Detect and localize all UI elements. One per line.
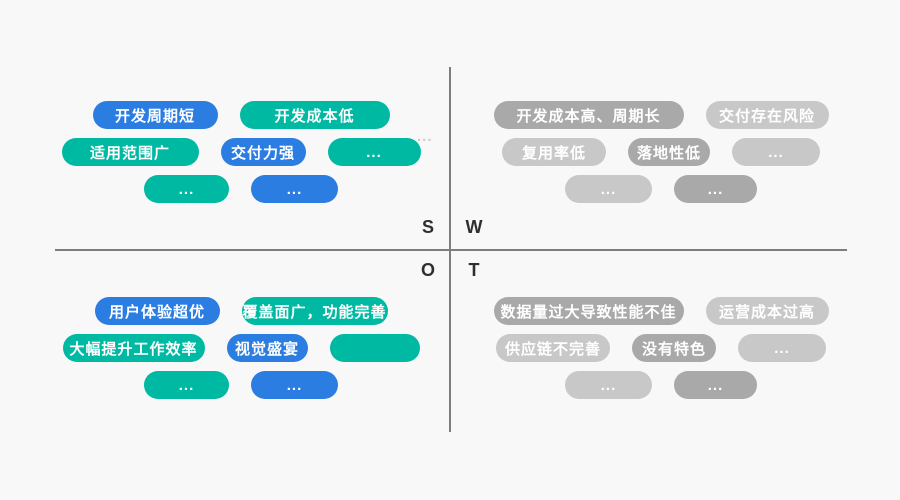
pill: 落地性低 (628, 138, 710, 166)
pill-row: ...... (144, 371, 338, 399)
pill: 开发成本低 (239, 101, 390, 129)
overflow-ellipsis: ... (417, 128, 433, 145)
pill (329, 334, 420, 362)
pill-row: 开发成本高、周期长交付存在风险 (493, 101, 829, 129)
pill: ... (251, 371, 338, 399)
pill: ... (565, 371, 652, 399)
pill-row: 开发周期短开发成本低 (92, 101, 390, 129)
pill: 运营成本过高 (705, 297, 829, 325)
pill-row: ...... (565, 175, 757, 203)
swot-letter-s: S (421, 217, 434, 237)
pill-row: 用户体验超优覆盖面广，功能完善 (94, 297, 388, 325)
quadrant-threats: 数据量过大导致性能不佳运营成本过高供应链不完善没有特色......... (460, 297, 862, 399)
pill: ... (144, 371, 229, 399)
pill: 开发成本高、周期长 (493, 101, 684, 129)
pill-row: 适用范围广交付力强... (61, 138, 421, 166)
quadrant-weaknesses: 开发成本高、周期长交付存在风险复用率低落地性低......... (460, 101, 862, 203)
horizontal-axis-line (55, 249, 847, 251)
pill: 适用范围广 (61, 138, 199, 166)
pill: ... (674, 371, 757, 399)
pill: ... (674, 175, 757, 203)
pill: ... (738, 334, 826, 362)
swot-letter-o: O (420, 260, 435, 280)
pill: 覆盖面广，功能完善 (241, 297, 388, 325)
pill-row: ...... (144, 175, 338, 203)
pill: 交付力强 (220, 138, 306, 166)
pill: ... (251, 175, 338, 203)
pill: 没有特色 (632, 334, 716, 362)
quadrant-opportunities: 用户体验超优覆盖面广，功能完善大幅提升工作效率视觉盛宴...... (40, 297, 442, 399)
pill: ... (732, 138, 820, 166)
pill-row: 大幅提升工作效率视觉盛宴 (62, 334, 420, 362)
pill: 交付存在风险 (705, 101, 829, 129)
pill: ... (565, 175, 652, 203)
pill-row: ...... (565, 371, 757, 399)
pill-row: 供应链不完善没有特色... (496, 334, 826, 362)
pill: 用户体验超优 (94, 297, 220, 325)
swot-letter-t: T (468, 260, 480, 280)
pill-row: 数据量过大导致性能不佳运营成本过高 (493, 297, 829, 325)
pill-row: 复用率低落地性低... (502, 138, 820, 166)
pill: 大幅提升工作效率 (62, 334, 205, 362)
swot-letter-w: W (465, 217, 483, 237)
pill: 数据量过大导致性能不佳 (493, 297, 684, 325)
quadrant-strengths: 开发周期短开发成本低适用范围广交付力强......... (40, 101, 442, 203)
pill: ... (327, 138, 421, 166)
pill: 视觉盛宴 (226, 334, 308, 362)
pill: ... (144, 175, 229, 203)
pill: 开发周期短 (92, 101, 218, 129)
pill: 复用率低 (502, 138, 606, 166)
pill: 供应链不完善 (496, 334, 610, 362)
